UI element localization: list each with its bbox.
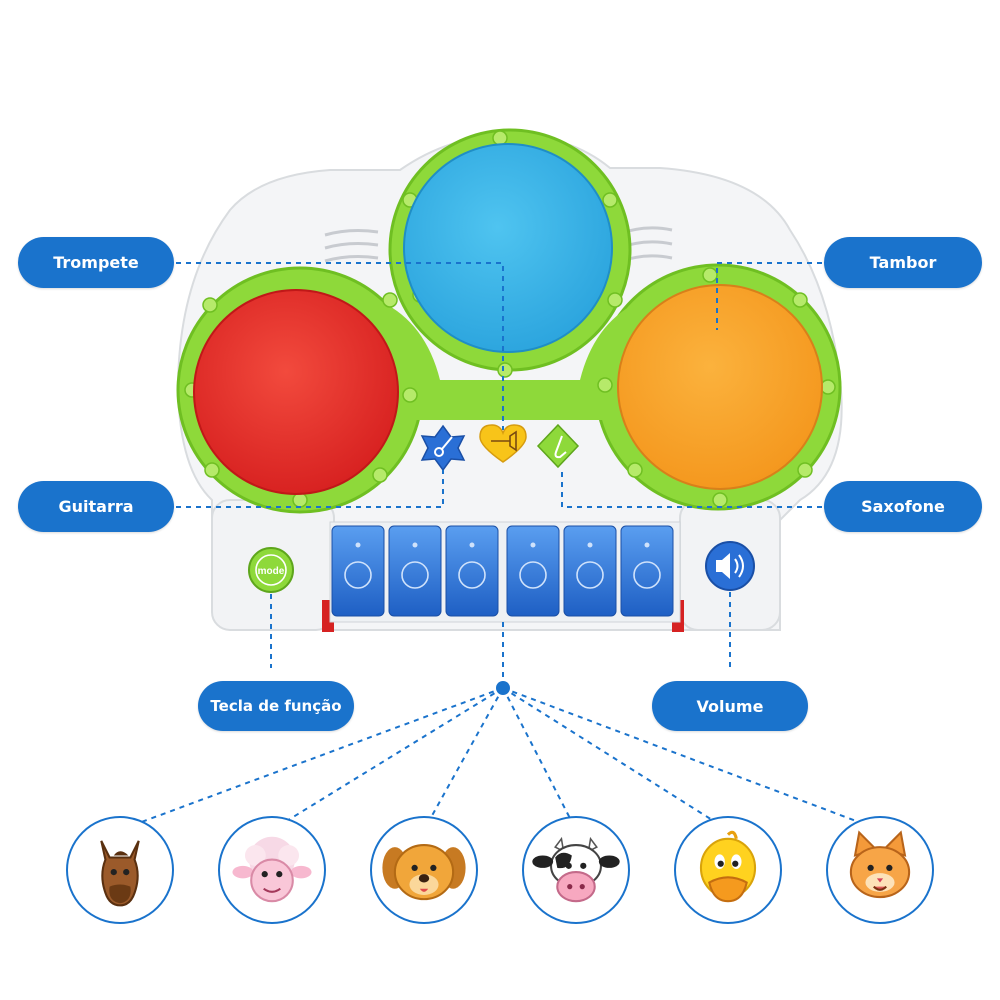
saxophone-icon [554,435,567,459]
tecla-de-funcao-label: Tecla de função [198,681,354,731]
speaker-icon [716,553,744,579]
connector-hub-dot [496,681,510,695]
trompete-label: Trompete [18,237,174,288]
piano-key-cow[interactable] [506,525,560,617]
connector-lines [119,262,881,831]
cow-icon [522,816,630,924]
horse-icon [66,816,174,924]
mode-button-label: mode [258,566,285,577]
piano-key-sheep[interactable] [388,525,442,617]
guitar-icon [434,436,453,457]
blue-drum-pad[interactable] [403,143,613,353]
trumpet-button[interactable] [479,424,527,463]
cat-icon [826,816,934,924]
trumpet-icon [491,430,517,452]
guitarra-label: Guitarra [18,481,174,532]
piano-keys [329,521,681,623]
piano-key-cat[interactable] [620,525,674,617]
dog-icon [370,816,478,924]
sheep-icon [218,816,326,924]
saxophone-button[interactable] [536,423,580,469]
piano-key-horse[interactable] [331,525,385,617]
mode-button[interactable]: mode [248,547,294,593]
volume-label: Volume [652,681,808,731]
volume-button[interactable] [705,541,755,591]
mode-button-icon [255,554,287,586]
piano-key-dog[interactable] [445,525,499,617]
piano-key-duck[interactable] [563,525,617,617]
orange-drum-pad[interactable] [617,284,823,490]
duck-icon [674,816,782,924]
saxofone-label: Saxofone [824,481,982,532]
tambor-label: Tambor [824,237,982,288]
red-drum-pad[interactable] [193,289,399,495]
